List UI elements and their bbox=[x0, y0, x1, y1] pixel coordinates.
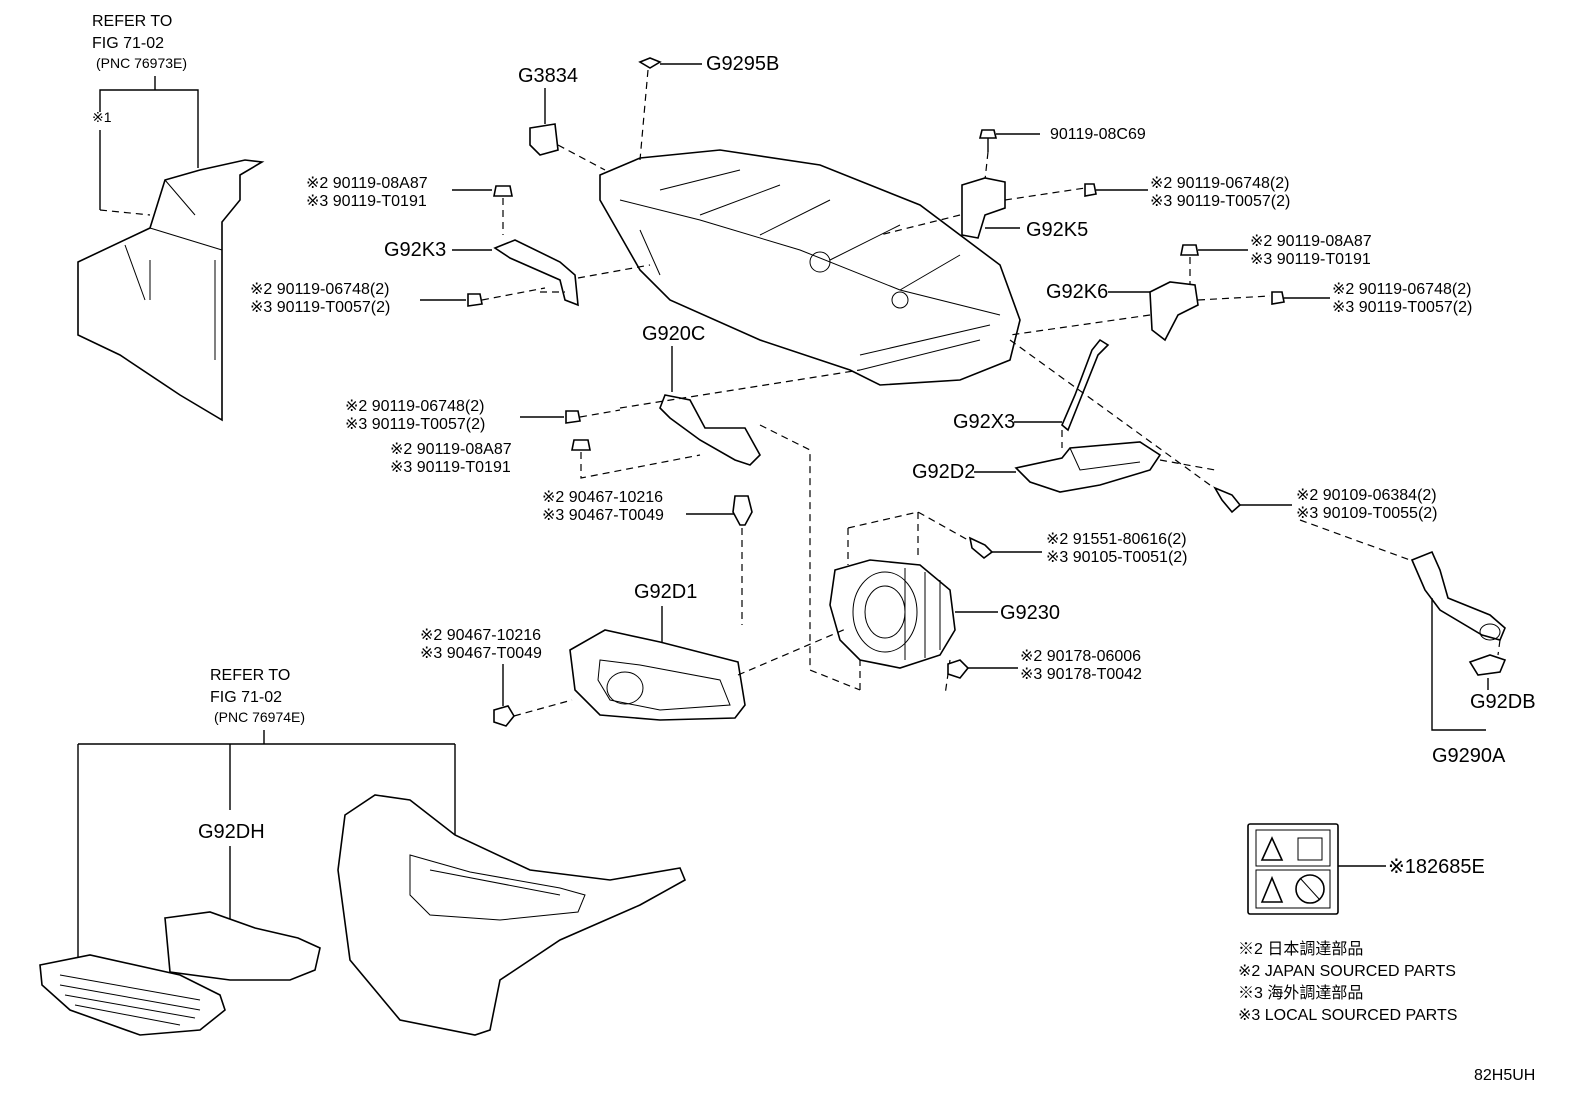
legend: ※2 日本調達部品 ※2 JAPAN SOURCED PARTS ※3 海外調達… bbox=[1238, 940, 1457, 1024]
label-g92d2: G92D2 bbox=[912, 461, 975, 483]
callout-g92k3: G92K3 bbox=[384, 239, 651, 307]
fastener-f10: ※2 90109-06384(2) ※3 90109-T0055(2) bbox=[1213, 486, 1438, 561]
fastener-f10-b: ※3 90109-T0055(2) bbox=[1296, 505, 1438, 522]
callout-g92k5: G92K5 bbox=[879, 177, 1088, 241]
label-g9290a: G9290A bbox=[1432, 745, 1506, 767]
fastener-f6: ※2 90119-06748(2) ※3 90119-T0057(2) bbox=[1271, 281, 1472, 316]
label-g92x3: G92X3 bbox=[953, 411, 1015, 433]
refer-top-mark: ※1 bbox=[92, 109, 112, 125]
fastener-f13: ※2 90178-06006 ※3 90178-T0042 bbox=[947, 648, 1142, 683]
callout-g9290a: G92DB G9290A bbox=[1410, 550, 1536, 767]
fastener-f8-a: ※2 90119-08A87 bbox=[390, 441, 512, 458]
legend-line4: ※3 LOCAL SOURCED PARTS bbox=[1238, 1007, 1457, 1024]
callout-g9230: G9230 bbox=[829, 511, 1060, 696]
fastener-f9: ※2 90467-10216 ※3 90467-T0049 bbox=[542, 489, 753, 625]
fastener-f9-b: ※3 90467-T0049 bbox=[542, 507, 664, 524]
fastener-f12-a: ※2 90467-10216 bbox=[420, 627, 541, 644]
label-g3834: G3834 bbox=[518, 65, 578, 87]
fastener-f3-b: ※3 90119-T0057(2) bbox=[1150, 193, 1290, 210]
refer-bottom-line2: FIG 71-02 bbox=[210, 689, 282, 706]
fastener-f9-a: ※2 90467-10216 bbox=[542, 489, 663, 506]
fastener-f2-b: ※3 90119-T0191 bbox=[306, 193, 427, 210]
manual-book-icon bbox=[1297, 837, 1323, 861]
fastener-f2-a: ※2 90119-08A87 bbox=[306, 175, 428, 192]
label-g92d1: G92D1 bbox=[634, 581, 697, 603]
fastener-f6-a: ※2 90119-06748(2) bbox=[1332, 281, 1471, 298]
legend-line3: ※3 海外調達部品 bbox=[1238, 984, 1363, 1002]
legend-line1: ※2 日本調達部品 bbox=[1238, 940, 1363, 958]
refer-bottom-block: REFER TO FIG 71-02 (PNC 76974E) G92DH bbox=[77, 667, 456, 960]
callout-g92k6: G92K6 bbox=[1009, 281, 1271, 342]
battery-pack-part bbox=[599, 149, 1021, 386]
fastener-f11: ※2 91551-80616(2) ※3 90105-T0051(2) bbox=[968, 531, 1188, 566]
callout-g3834: G3834 bbox=[518, 65, 606, 171]
left-cover-part bbox=[77, 159, 265, 422]
fastener-f3-a: ※2 90119-06748(2) bbox=[1150, 175, 1289, 192]
fastener-f5: ※2 90119-08A87 ※3 90119-T0191 bbox=[1180, 233, 1372, 285]
label-82685e: ※182685E bbox=[1388, 856, 1485, 878]
fastener-f7-b: ※3 90119-T0057(2) bbox=[345, 416, 485, 433]
warning-triangle-icon bbox=[1260, 836, 1284, 861]
fastener-f11-a: ※2 91551-80616(2) bbox=[1046, 531, 1187, 548]
fastener-f4-a: ※2 90119-06748(2) bbox=[250, 281, 389, 298]
fastener-f2: ※2 90119-08A87 ※3 90119-T0191 bbox=[306, 175, 513, 235]
legend-line2: ※2 JAPAN SOURCED PARTS bbox=[1238, 963, 1456, 980]
bottom-cover-part bbox=[337, 794, 687, 1036]
fastener-f7-a: ※2 90119-06748(2) bbox=[345, 398, 484, 415]
label-g92k5: G92K5 bbox=[1026, 219, 1088, 241]
fastener-f5-a: ※2 90119-08A87 bbox=[1250, 233, 1372, 250]
bottom-grille-part bbox=[39, 954, 226, 1036]
fastener-f1: 90119-08C69 bbox=[978, 126, 1146, 181]
callout-g92x3: G92X3 bbox=[953, 338, 1110, 448]
fastener-f4: ※2 90119-06748(2) ※3 90119-T0057(2) bbox=[250, 281, 546, 316]
fastener-f12-b: ※3 90467-T0049 bbox=[420, 645, 542, 662]
label-g92dh: G92DH bbox=[198, 821, 265, 843]
refer-top-block: REFER TO FIG 71-02 (PNC 76973E) ※1 bbox=[92, 13, 199, 210]
fastener-f10-a: ※2 90109-06384(2) bbox=[1296, 487, 1437, 504]
label-g9230: G9230 bbox=[1000, 602, 1060, 624]
high-voltage-icon bbox=[1260, 875, 1284, 903]
fastener-f5-b: ※3 90119-T0191 bbox=[1250, 251, 1371, 268]
callout-g92d2: G92D2 bbox=[912, 339, 1216, 493]
fastener-f12: ※2 90467-10216 ※3 90467-T0049 bbox=[420, 627, 573, 727]
fastener-f8: ※2 90119-08A87 ※3 90119-T0191 bbox=[390, 439, 701, 479]
fastener-f7: ※2 90119-06748(2) ※3 90119-T0057(2) bbox=[345, 398, 621, 433]
label-g9295b: G9295B bbox=[706, 53, 779, 75]
fastener-f11-b: ※3 90105-T0051(2) bbox=[1046, 549, 1188, 566]
refer-top-bracket bbox=[99, 76, 199, 168]
refer-bottom-line1: REFER TO bbox=[210, 667, 290, 684]
refer-top-line3: (PNC 76973E) bbox=[96, 55, 187, 71]
callout-g92d1: G92D1 bbox=[569, 581, 849, 721]
diagram-id: 82H5UH bbox=[1474, 1067, 1535, 1084]
label-g920c: G920C bbox=[642, 323, 705, 345]
bottom-gasket-part bbox=[164, 911, 321, 981]
fastener-f6-b: ※3 90119-T0057(2) bbox=[1332, 299, 1472, 316]
fastener-f13-a: ※2 90178-06006 bbox=[1020, 648, 1141, 665]
refer-bottom-line3: (PNC 76974E) bbox=[214, 709, 305, 725]
warning-label-part: ※182685E bbox=[1247, 823, 1485, 915]
label-g92k6: G92K6 bbox=[1046, 281, 1108, 303]
fastener-f13-b: ※3 90178-T0042 bbox=[1020, 666, 1142, 683]
fastener-f8-b: ※3 90119-T0191 bbox=[390, 459, 511, 476]
label-g92k3: G92K3 bbox=[384, 239, 446, 261]
fastener-f4-b: ※3 90119-T0057(2) bbox=[250, 299, 390, 316]
refer-top-line2: FIG 71-02 bbox=[92, 35, 164, 52]
fastener-f1-a: 90119-08C69 bbox=[1050, 126, 1146, 143]
fastener-f3: ※2 90119-06748(2) ※3 90119-T0057(2) bbox=[1084, 175, 1290, 210]
callout-g9295b: G9295B bbox=[638, 53, 779, 161]
refer-top-line1: REFER TO bbox=[92, 13, 172, 30]
callout-g920c: G920C bbox=[619, 323, 861, 691]
label-g92db: G92DB bbox=[1470, 691, 1536, 713]
